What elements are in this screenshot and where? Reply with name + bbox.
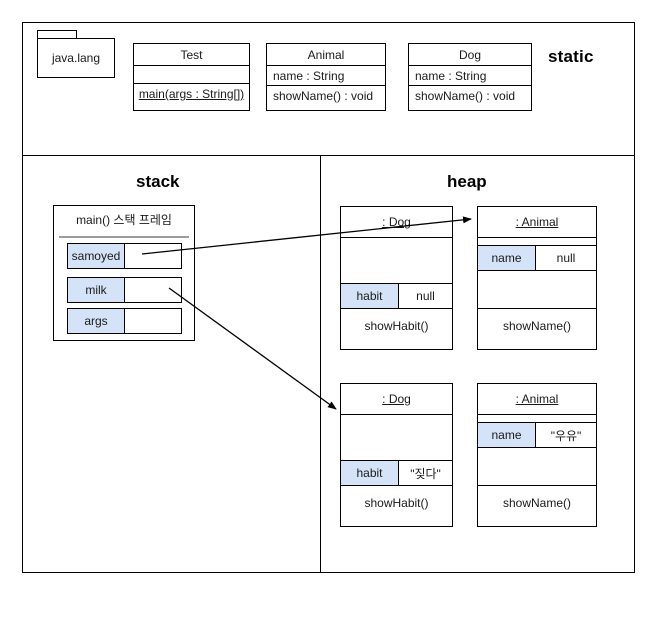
heap-object-animal-bottom-field: name "우유": [477, 422, 597, 448]
heap-object-dog-bottom-field-value: "짖다": [410, 466, 441, 481]
heap-object-dog-top-method: showHabit(): [341, 308, 452, 343]
uml-class-test: Test main(args : String[]): [133, 43, 250, 111]
stack-frame-title: main() 스택 프레임: [76, 212, 172, 227]
heap-object-animal-bottom-header: : Animal: [478, 384, 596, 415]
heap-object-animal-bottom-field-value: "우유": [550, 428, 582, 443]
heap-object-dog-top-header: : Dog: [341, 207, 452, 238]
heap-object-dog-top-field-name: habit: [341, 284, 399, 308]
heap-object-dog-bottom-header: : Dog: [341, 384, 452, 415]
stack-variable-args: args: [67, 308, 182, 334]
stack-frame-separator: [59, 236, 189, 238]
heap-object-dog-bottom-field: habit "짖다": [340, 460, 453, 486]
class-dog-name: Dog: [409, 44, 531, 66]
class-animal-name: Animal: [267, 44, 385, 66]
heap-object-animal-top-field-value: null: [556, 251, 576, 265]
stack-variable-args-name: args: [68, 309, 125, 333]
static-region-label: static: [548, 47, 594, 66]
stack-variable-milk-name: milk: [68, 278, 125, 302]
heap-object-animal-top-method: showName(): [478, 308, 596, 343]
heap-region-title: heap: [447, 172, 487, 191]
class-test-attributes: [134, 66, 249, 84]
package-tab-icon: [37, 30, 77, 39]
heap-object-dog-bottom-header-label: : Dog: [382, 392, 411, 406]
heap-object-dog-top: : Dog habit null showHabit(): [340, 206, 453, 350]
heap-object-dog-bottom-method: showHabit(): [341, 485, 452, 520]
heap-object-dog-top-field: habit null: [340, 283, 453, 309]
heap-object-dog-top-header-label: : Dog: [382, 215, 411, 229]
class-animal-attribute: name : String: [267, 66, 385, 86]
heap-object-animal-bottom-method: showName(): [478, 485, 596, 520]
arrow-samoyed-to-animal-top: [141, 216, 472, 255]
arrow-milk-to-dog-bottom: [168, 287, 337, 410]
heap-object-animal-bottom-header-label: : Animal: [515, 392, 559, 406]
heap-object-animal-top-header-label: : Animal: [515, 215, 559, 229]
heap-object-dog-bottom: : Dog habit "짖다" showHabit(): [340, 383, 453, 527]
stack-variable-samoyed-name: samoyed: [68, 244, 125, 268]
stack-variable-milk: milk: [67, 277, 182, 303]
package-javalang: java.lang: [37, 38, 115, 78]
uml-class-dog: Dog name : String showName() : void: [408, 43, 532, 111]
stack-heap-divider: [320, 155, 321, 573]
class-test-method: main(args : String[]): [134, 84, 249, 104]
heap-object-animal-top-header: : Animal: [478, 207, 596, 238]
stack-variable-samoyed: samoyed: [67, 243, 182, 269]
class-dog-attribute: name : String: [409, 66, 531, 86]
heap-object-animal-bottom-field-name: name: [478, 423, 536, 447]
uml-class-animal: Animal name : String showName() : void: [266, 43, 386, 111]
heap-object-animal-top: : Animal name null showName(): [477, 206, 597, 350]
class-dog-method: showName() : void: [415, 89, 516, 103]
static-heap-divider: [22, 155, 635, 156]
heap-object-animal-top-field: name null: [477, 245, 597, 271]
class-animal-method: showName() : void: [273, 89, 374, 103]
stack-region-title: stack: [136, 172, 180, 191]
heap-object-dog-top-field-value: null: [416, 289, 435, 303]
heap-object-animal-bottom: : Animal name "우유" showName(): [477, 383, 597, 527]
class-test-method-label: main(args : String[]): [138, 87, 245, 101]
package-javalang-label: java.lang: [51, 51, 101, 65]
heap-object-dog-bottom-field-name: habit: [341, 461, 399, 485]
heap-object-animal-top-field-name: name: [478, 246, 536, 270]
class-test-name: Test: [134, 44, 249, 66]
